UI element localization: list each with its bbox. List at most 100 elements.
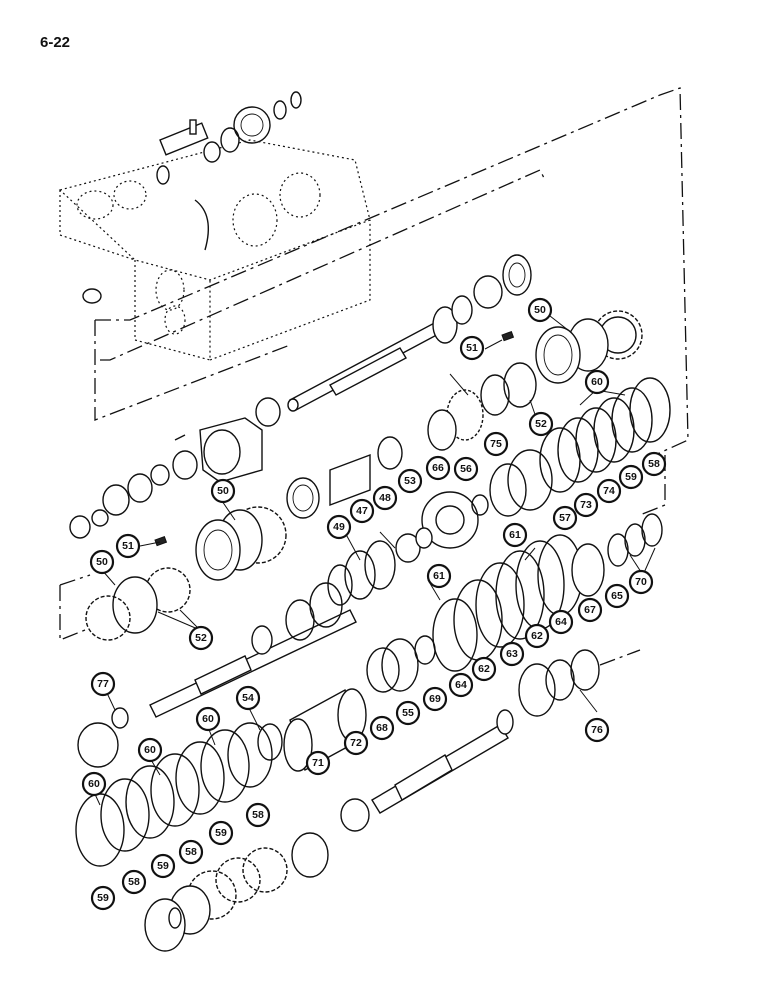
svg-text:62: 62 bbox=[478, 663, 490, 675]
svg-text:50: 50 bbox=[96, 556, 108, 568]
svg-text:64: 64 bbox=[555, 616, 567, 628]
callout-50: 50 bbox=[210, 478, 236, 504]
callout-59: 59 bbox=[150, 853, 176, 879]
callout-47: 47 bbox=[349, 498, 375, 524]
callout-58: 58 bbox=[245, 802, 271, 828]
svg-text:72: 72 bbox=[350, 737, 362, 749]
callout-61: 61 bbox=[502, 522, 528, 548]
svg-text:59: 59 bbox=[625, 471, 637, 483]
svg-text:59: 59 bbox=[97, 892, 109, 904]
callout-60: 60 bbox=[195, 706, 221, 732]
svg-text:47: 47 bbox=[356, 505, 368, 517]
callout-72: 72 bbox=[343, 730, 369, 756]
upper-gear-cluster bbox=[427, 310, 643, 451]
svg-text:55: 55 bbox=[402, 707, 414, 719]
callout-77: 77 bbox=[90, 671, 116, 697]
svg-text:50: 50 bbox=[534, 304, 546, 316]
callout-53: 53 bbox=[397, 468, 423, 494]
central-sleeves bbox=[286, 436, 489, 606]
output-shaft bbox=[371, 649, 600, 814]
callout-76: 76 bbox=[584, 717, 610, 743]
svg-text:48: 48 bbox=[379, 492, 391, 504]
svg-text:52: 52 bbox=[535, 418, 547, 430]
lower-clutch-pack bbox=[75, 707, 273, 867]
callout-71: 71 bbox=[305, 750, 331, 776]
callout-67: 67 bbox=[577, 597, 603, 623]
callout-labels: 50 51 52 60 75 66 56 53 48 47 49 50 51 5… bbox=[81, 297, 667, 911]
callout-66: 66 bbox=[425, 455, 451, 481]
svg-text:74: 74 bbox=[603, 485, 615, 497]
bottom-gears bbox=[144, 798, 370, 952]
svg-text:71: 71 bbox=[312, 757, 324, 769]
reverse-idler-shaft bbox=[156, 91, 302, 185]
svg-text:58: 58 bbox=[252, 809, 264, 821]
callout-68: 68 bbox=[369, 715, 395, 741]
svg-text:61: 61 bbox=[433, 570, 445, 582]
callout-61: 61 bbox=[426, 563, 452, 589]
svg-text:60: 60 bbox=[591, 376, 603, 388]
svg-text:60: 60 bbox=[88, 778, 100, 790]
main-input-shaft bbox=[287, 254, 532, 412]
callout-58: 58 bbox=[641, 451, 667, 477]
callout-70: 70 bbox=[628, 569, 654, 595]
upper-clutch-pack bbox=[489, 377, 671, 517]
callout-48: 48 bbox=[372, 485, 398, 511]
svg-text:58: 58 bbox=[648, 458, 660, 470]
svg-text:58: 58 bbox=[185, 846, 197, 858]
svg-text:49: 49 bbox=[333, 521, 345, 533]
lower-left-gears bbox=[85, 506, 287, 641]
svg-text:75: 75 bbox=[490, 438, 502, 450]
callout-62: 62 bbox=[471, 656, 497, 682]
page-number: 6-22 bbox=[40, 34, 71, 51]
callout-58: 58 bbox=[178, 839, 204, 865]
callout-63: 63 bbox=[499, 641, 525, 667]
callout-52: 52 bbox=[528, 411, 554, 437]
svg-text:51: 51 bbox=[122, 540, 134, 552]
svg-text:59: 59 bbox=[215, 827, 227, 839]
piston-and-rings bbox=[366, 635, 436, 693]
callout-58: 58 bbox=[121, 869, 147, 895]
svg-text:57: 57 bbox=[559, 512, 571, 524]
callout-55: 55 bbox=[395, 700, 421, 726]
callout-50: 50 bbox=[89, 549, 115, 575]
svg-text:77: 77 bbox=[97, 678, 109, 690]
callout-69: 69 bbox=[422, 686, 448, 712]
callout-56: 56 bbox=[453, 456, 479, 482]
svg-text:70: 70 bbox=[635, 576, 647, 588]
svg-text:66: 66 bbox=[432, 462, 444, 474]
svg-text:60: 60 bbox=[144, 744, 156, 756]
svg-text:61: 61 bbox=[509, 529, 521, 541]
callout-65: 65 bbox=[604, 583, 630, 609]
bearing-housing bbox=[69, 397, 281, 539]
callout-51: 51 bbox=[459, 335, 485, 361]
callout-59: 59 bbox=[618, 464, 644, 490]
callout-74: 74 bbox=[596, 478, 622, 504]
transmission-case bbox=[58, 139, 371, 361]
callout-49: 49 bbox=[326, 514, 352, 540]
callout-50: 50 bbox=[527, 297, 553, 323]
callout-59: 59 bbox=[208, 820, 234, 846]
callout-57: 57 bbox=[552, 505, 578, 531]
svg-text:67: 67 bbox=[584, 604, 596, 616]
svg-text:62: 62 bbox=[531, 630, 543, 642]
callout-64: 64 bbox=[448, 672, 474, 698]
svg-text:76: 76 bbox=[591, 724, 603, 736]
callout-51: 51 bbox=[115, 533, 141, 559]
svg-text:69: 69 bbox=[429, 693, 441, 705]
callout-73: 73 bbox=[573, 492, 599, 518]
callout-60: 60 bbox=[584, 369, 610, 395]
svg-text:63: 63 bbox=[506, 648, 518, 660]
svg-text:54: 54 bbox=[242, 692, 254, 704]
svg-text:56: 56 bbox=[460, 463, 472, 475]
callout-60: 60 bbox=[137, 737, 163, 763]
callout-64: 64 bbox=[548, 609, 574, 635]
callout-75: 75 bbox=[483, 431, 509, 457]
svg-text:52: 52 bbox=[195, 632, 207, 644]
svg-text:64: 64 bbox=[455, 679, 467, 691]
svg-text:65: 65 bbox=[611, 590, 623, 602]
callout-62: 62 bbox=[524, 623, 550, 649]
callout-60: 60 bbox=[81, 771, 107, 797]
svg-text:51: 51 bbox=[466, 342, 478, 354]
svg-text:58: 58 bbox=[128, 876, 140, 888]
